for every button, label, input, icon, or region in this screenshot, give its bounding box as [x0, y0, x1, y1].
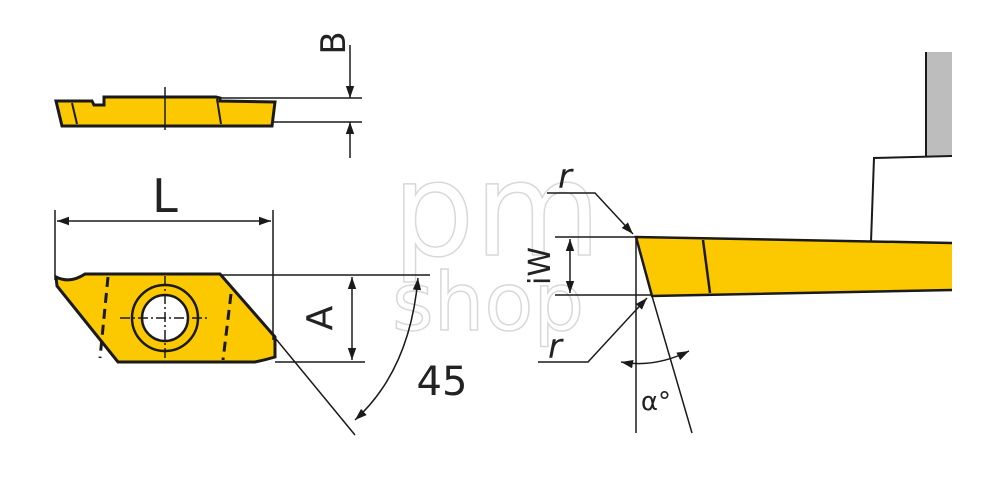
- label-l: L: [152, 169, 178, 223]
- label-a: A: [300, 305, 341, 330]
- insert-side-view: [54, 45, 362, 158]
- holder-bar: [926, 52, 952, 156]
- label-r-top: r: [558, 157, 574, 197]
- label-r-bottom: r: [548, 327, 564, 367]
- label-b: B: [314, 31, 354, 54]
- label-45: 45: [417, 359, 468, 405]
- label-iw: iW: [523, 247, 558, 285]
- label-alpha: α°: [641, 387, 671, 417]
- insert-front-view: [54, 210, 430, 436]
- watermark-shop: shop: [392, 256, 584, 349]
- holder-view: [538, 52, 953, 434]
